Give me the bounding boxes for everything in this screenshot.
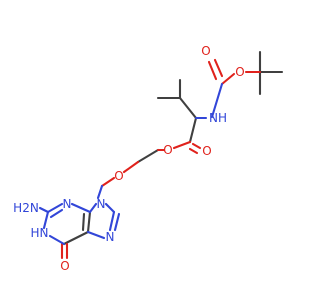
atom-labels: O O NH O O O H2N N N N H N O [13,44,245,273]
bond-c8-n7 [108,210,116,232]
bond-n9-ch2 [96,184,104,200]
bond-ester-carbonyl-o [172,140,192,150]
bond-c8-n7-double [113,212,121,232]
oxygen-bonds [60,58,262,260]
bond-c2-amine [38,206,50,214]
bond-c4-n9 [88,202,98,214]
atom-ester-oxygen: O [163,143,172,157]
bond-n3-c4 [70,202,92,214]
molecule-structure-diagram: O O NH O O O H2N N N N H N O [13,44,284,273]
atom-amine-h2n: H2N [13,201,39,215]
bond-boc-carbonyl-ether [220,72,236,86]
atom-ring-n1: N [40,226,49,240]
bond-ring-c5-c6 [62,230,90,246]
bond-boc-carbonyl-double-b [213,58,224,78]
bond-alpha-carbonyl [188,116,198,144]
bond-ester-carbonyl-double-a [191,142,202,150]
carbon-bonds [62,50,284,246]
bond-isopropyl-ch-alpha [178,96,198,120]
atom-ring-n1-hydrogen: H [30,226,39,240]
atom-amide-nh: NH [209,111,227,125]
atom-ring-n7: N [106,230,115,244]
bond-c2-n3-double [49,208,64,219]
nitrogen-bonds [38,82,224,246]
bond-ether-o-nch2 [100,176,116,188]
bond-n7-c5 [86,230,106,240]
bond-ch2-ether-o [122,160,140,174]
bond-ring-c4-c5 [86,210,92,234]
bond-ester-carbonyl-double-b [188,147,199,155]
bond-ethylene-ch2-ch2 [136,148,160,164]
atom-chain-ether-oxygen: O [114,169,123,183]
bond-nh-boc-carbonyl [210,82,224,119]
atom-ring-n9: N [97,197,106,211]
bond-ring-c4-c5-double [81,212,86,232]
bond-n9-c8 [104,202,116,214]
atom-keto-oxygen: O [60,259,69,273]
bond-boc-carbonyl-double-a [207,60,218,81]
atom-boc-ether-oxygen: O [235,65,244,79]
bond-n1-c6 [48,234,66,246]
bond-c2-n3 [46,202,64,214]
atom-ester-carbonyl-oxygen: O [202,144,211,158]
atom-ring-n3: N [63,197,72,211]
bond-c2-n1 [42,210,50,230]
atom-boc-carbonyl-oxygen: O [201,44,210,58]
